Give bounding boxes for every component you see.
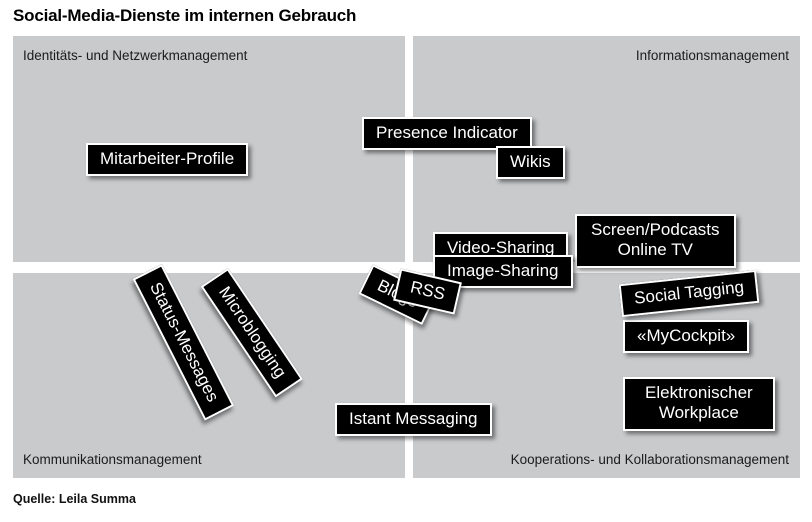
service-tag-presence-indicator: Presence Indicator (362, 117, 532, 151)
service-tag-istant-messaging: Istant Messaging (335, 403, 492, 437)
quadrant-label-top-right: Informationsmanagement (635, 48, 789, 63)
service-tag-screen-podcasts-online-tv: Screen/Podcasts Online TV (575, 214, 736, 269)
service-tag-mycockpit: «MyCockpit» (623, 320, 750, 354)
quadrant-cooperation-collaboration-management: Kooperations- und Kollaborationsmanageme… (413, 273, 800, 478)
source-note: Quelle: Leila Summa (13, 492, 136, 506)
quadrant-matrix: Identitäts- und Netzwerkmanagement Infor… (13, 36, 800, 478)
quadrant-label-bottom-left: Kommunikationsmanagement (23, 452, 202, 467)
service-tag-social-tagging: Social Tagging (618, 269, 760, 318)
service-tag-elektronischer-workplace: Elektronischer Workplace (623, 377, 775, 432)
quadrant-label-bottom-right: Kooperations- und Kollaborationsmanageme… (510, 452, 789, 467)
service-tag-wikis: Wikis (496, 146, 565, 180)
service-tag-layer: Mitarbeiter-Profile Presence Indicator W… (13, 36, 800, 478)
service-tag-mitarbeiter-profile: Mitarbeiter-Profile (86, 143, 249, 177)
quadrant-label-top-left: Identitäts- und Netzwerkmanagement (23, 48, 248, 63)
quadrant-communication-management: Kommunikationsmanagement (13, 273, 405, 478)
page-title: Social-Media-Dienste im internen Gebrauc… (13, 6, 357, 25)
